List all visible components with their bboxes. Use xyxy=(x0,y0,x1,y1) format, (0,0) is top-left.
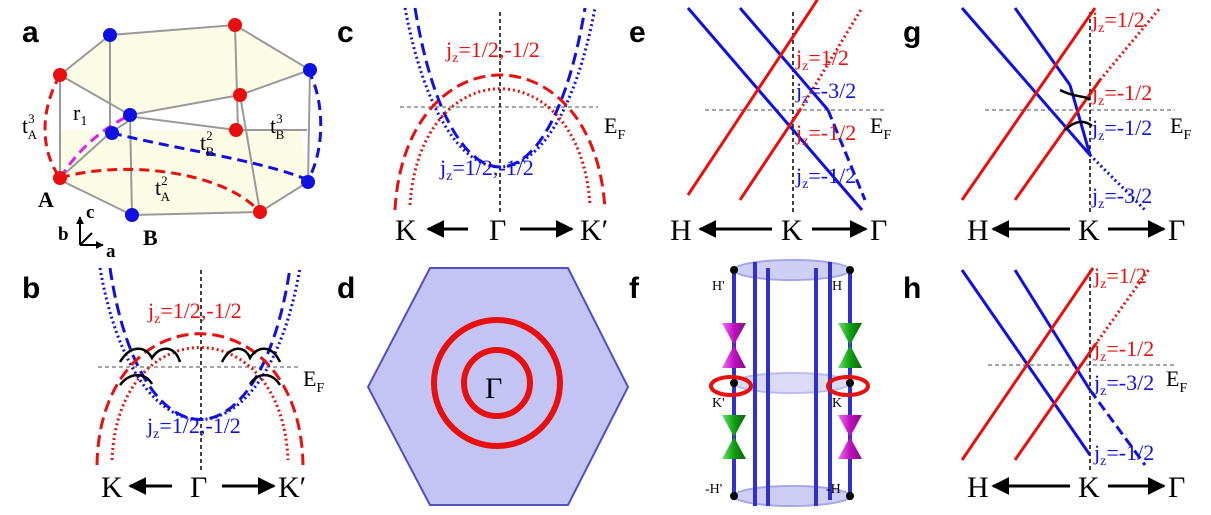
svg-text:K: K xyxy=(781,214,803,247)
svg-text:t2B: t2B xyxy=(200,128,215,159)
svg-text:r1: r1 xyxy=(73,100,87,129)
svg-text:-H': -H' xyxy=(705,482,722,497)
svg-text:Γ: Γ xyxy=(190,471,207,504)
svg-text:jz=-3/2: jz=-3/2 xyxy=(1091,183,1152,212)
svg-text:H: H xyxy=(832,279,842,294)
svg-text:K: K xyxy=(101,471,123,504)
svg-text:t3A: t3A xyxy=(22,111,38,142)
panel-h-label: h xyxy=(903,272,921,305)
svg-text:K: K xyxy=(395,214,417,247)
t2A-hop xyxy=(59,167,260,212)
fermi-surface-outer xyxy=(431,317,563,449)
svg-text:EF: EF xyxy=(604,113,625,143)
svg-text:K: K xyxy=(1078,214,1100,247)
svg-text:H': H' xyxy=(712,279,725,294)
t2A-label: t xyxy=(155,175,161,200)
svg-text:K': K' xyxy=(712,396,725,411)
site-B-label: B xyxy=(143,225,158,250)
r1-label: r xyxy=(73,100,81,125)
atoms xyxy=(53,18,317,222)
svg-text:K′: K′ xyxy=(278,471,306,504)
red-band-dotted xyxy=(408,87,592,206)
svg-text:jz=-1/2: jz=-1/2 xyxy=(1093,336,1154,365)
cell-bottom-face xyxy=(60,130,310,215)
svg-text:H: H xyxy=(967,214,989,247)
svg-text:-H: -H xyxy=(826,482,841,497)
panel-a-label: a xyxy=(22,16,39,49)
svg-text:K: K xyxy=(832,396,842,411)
panel-f-label: f xyxy=(629,272,640,305)
svg-text:jz=1/2: jz=1/2 xyxy=(1091,7,1145,36)
panel-e-label: e xyxy=(629,16,646,49)
svg-text:Γ: Γ xyxy=(489,214,506,247)
svg-text:jz=-3/2: jz=-3/2 xyxy=(795,78,856,107)
blue-band-dotted xyxy=(403,7,597,169)
svg-text:Γ: Γ xyxy=(1168,214,1185,247)
panel-b-label: b xyxy=(22,272,40,305)
panel-a: a xyxy=(22,16,323,262)
svg-text:Γ: Γ xyxy=(870,214,887,247)
fermi-surface-inner xyxy=(461,347,533,419)
panel-h: h jz=1/2 jz=-1/2 jz=-3/2 jz=-1/2 EF H K … xyxy=(903,263,1187,504)
gamma-label: Γ xyxy=(485,372,502,405)
panel-b: b jz=1/2,-1/2 jz=1/2,-1/2 EF K Γ K′ xyxy=(22,267,324,504)
axes-triad: c b a xyxy=(58,202,116,262)
cell-edges xyxy=(59,24,311,217)
axis-c-label: c xyxy=(86,202,94,223)
t2B-label: t xyxy=(200,130,206,155)
t3A-label: t xyxy=(22,113,28,138)
panel-g-label: g xyxy=(903,16,921,49)
svg-text:t3B: t3B xyxy=(270,111,285,142)
panel-f: f H' H xyxy=(629,259,870,507)
svg-text:jz=-1/2: jz=-1/2 xyxy=(1091,115,1152,144)
svg-text:jz=1/2: jz=1/2 xyxy=(795,45,849,74)
svg-text:jz=-1/2: jz=-1/2 xyxy=(795,120,856,149)
cell-top-face xyxy=(58,23,313,117)
panel-e: e jz=1/2 jz=-3/2 jz=-1/2 jz=-1/2 EF H K … xyxy=(629,0,891,247)
svg-text:H: H xyxy=(967,471,989,504)
svg-text:jz=1/2,-1/2: jz=1/2,-1/2 xyxy=(445,37,540,66)
svg-text:jz=-1/2: jz=-1/2 xyxy=(1093,440,1154,469)
t2B-hop xyxy=(111,131,309,182)
panel-d: d Γ xyxy=(337,267,630,506)
panel-c-label: c xyxy=(337,16,354,49)
svg-text:H: H xyxy=(670,214,692,247)
svg-text:jz=1/2: jz=1/2 xyxy=(1093,263,1147,292)
site-A-label: A xyxy=(38,187,54,212)
t3A-hop xyxy=(43,74,62,179)
r1-hop xyxy=(58,113,131,179)
svg-text:jz=-1/2: jz=-1/2 xyxy=(795,163,856,192)
svg-text:jz=1/2,-1/2: jz=1/2,-1/2 xyxy=(146,413,241,442)
svg-text:jz=1/2,-1/2: jz=1/2,-1/2 xyxy=(147,298,242,327)
svg-text:t2A: t2A xyxy=(155,173,171,204)
svg-text:K: K xyxy=(1078,471,1100,504)
svg-text:jz=-1/2: jz=-1/2 xyxy=(1091,80,1152,109)
panel-d-label: d xyxy=(337,272,355,305)
axis-a-label: a xyxy=(106,241,116,262)
red-band-dashed xyxy=(393,73,607,211)
svg-text:jz=-3/2: jz=-3/2 xyxy=(1093,370,1154,399)
svg-text:K′: K′ xyxy=(580,214,608,247)
t3B-label: t xyxy=(270,113,276,138)
t3B-hop xyxy=(306,69,323,181)
svg-text:EF: EF xyxy=(1166,366,1187,396)
panel-c: c jz=1/2,-1/2 jz=1/2,-1/2 EF K Γ K′ xyxy=(337,7,625,247)
brillouin-zone xyxy=(366,267,630,506)
axis-b-label: b xyxy=(58,224,69,245)
panel-g: g jz=1/2 jz=-1/2 jz=-1/2 jz=-3/2 EF H K … xyxy=(903,7,1191,247)
svg-text:EF: EF xyxy=(1170,113,1191,143)
svg-text:jz=1/2,-1/2: jz=1/2,-1/2 xyxy=(439,155,534,184)
weyl-cones-left xyxy=(722,323,746,459)
svg-text:EF: EF xyxy=(870,113,891,143)
svg-text:Γ: Γ xyxy=(1168,471,1185,504)
svg-text:EF: EF xyxy=(303,366,324,396)
weyl-cones-right xyxy=(838,323,862,459)
